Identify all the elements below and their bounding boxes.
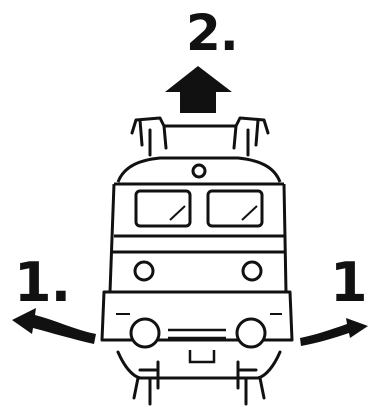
step-right-label: 1.: [330, 256, 368, 310]
cab-roof: [114, 158, 284, 184]
pantograph: [132, 118, 268, 155]
step-lift-label: 2.: [186, 8, 238, 58]
bogie: [118, 352, 280, 404]
top-headlight: [193, 165, 205, 177]
coupler: [168, 330, 226, 362]
cab-windows: [136, 191, 262, 226]
step-left-label: 1.: [14, 256, 70, 310]
arrow-up-icon: [165, 66, 232, 113]
curved-arrow-right-icon: [300, 318, 368, 346]
buffers: [131, 319, 265, 347]
front-lamps: [135, 262, 261, 280]
